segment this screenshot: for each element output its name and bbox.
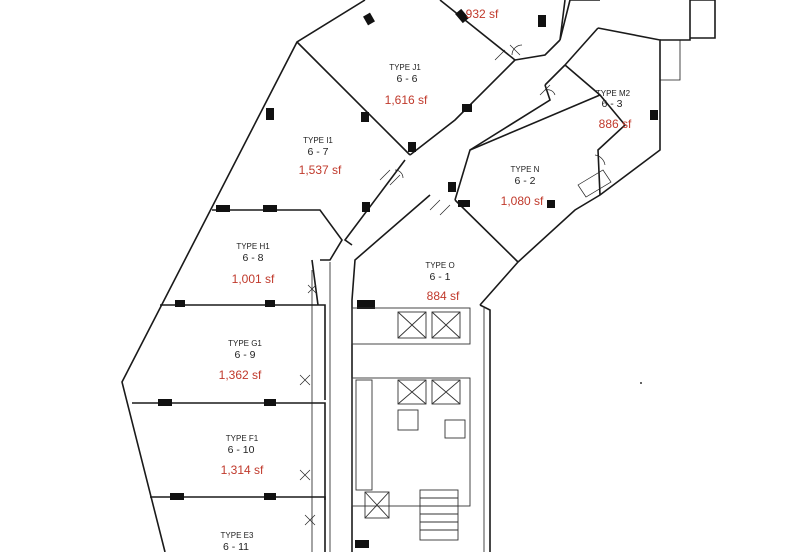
unit-type: TYPE E3: [221, 531, 254, 540]
unit-number: 6 - 9: [234, 349, 255, 361]
unit-6-11: TYPE E3 6 - 11: [221, 531, 254, 552]
building-outline: [121, 0, 716, 552]
unit-type: TYPE M2: [596, 89, 631, 98]
unit-area: 886 sf: [599, 117, 632, 131]
columns: [158, 8, 658, 548]
unit-6-6: TYPE J1 6 - 6 1,616 sf: [385, 63, 428, 107]
unit-6-7: TYPE I1 6 - 7 1,537 sf: [299, 136, 342, 177]
unit-area: 1,362 sf: [219, 368, 262, 382]
unit-type: TYPE N: [511, 165, 540, 174]
stray-dot: [640, 382, 642, 384]
unit-6-2: TYPE N 6 - 2 1,080 sf: [501, 165, 544, 208]
unit-area: 932 sf: [466, 7, 499, 21]
unit-6-10: TYPE F1 6 - 10 1,314 sf: [221, 434, 264, 477]
doors: [299, 44, 612, 526]
unit-type: TYPE O: [425, 261, 454, 270]
unit-number: 6 - 6: [396, 73, 417, 85]
unit-6-8: TYPE H1 6 - 8 1,001 sf: [232, 242, 275, 286]
unit-area: 1,080 sf: [501, 194, 544, 208]
unit-number: 6 - 11: [223, 541, 249, 552]
building-core: [351, 307, 471, 541]
unit-walls: [132, 0, 627, 552]
unit-6-3: TYPE M2 6 - 3 886 sf: [596, 89, 632, 131]
unit-type: TYPE F1: [226, 434, 259, 443]
unit-6-5: 932 sf: [466, 7, 499, 21]
unit-type: TYPE I1: [303, 136, 333, 145]
unit-6-1: TYPE O 6 - 1 884 sf: [425, 261, 460, 303]
unit-number: 6 - 8: [242, 252, 263, 264]
unit-area: 1,001 sf: [232, 272, 275, 286]
unit-number: 6 - 1: [429, 271, 450, 283]
unit-area: 1,314 sf: [221, 463, 264, 477]
unit-number: 6 - 7: [307, 146, 328, 158]
unit-type: TYPE J1: [389, 63, 421, 72]
unit-type: TYPE G1: [228, 339, 262, 348]
unit-area: 1,537 sf: [299, 163, 342, 177]
unit-number: 6 - 2: [514, 175, 535, 187]
unit-area: 884 sf: [427, 289, 460, 303]
unit-number: 6 - 3: [601, 98, 622, 110]
unit-area: 1,616 sf: [385, 93, 428, 107]
unit-6-9: TYPE G1 6 - 9 1,362 sf: [219, 339, 263, 382]
unit-type: TYPE H1: [236, 242, 270, 251]
unit-number: 6 - 10: [228, 444, 255, 456]
